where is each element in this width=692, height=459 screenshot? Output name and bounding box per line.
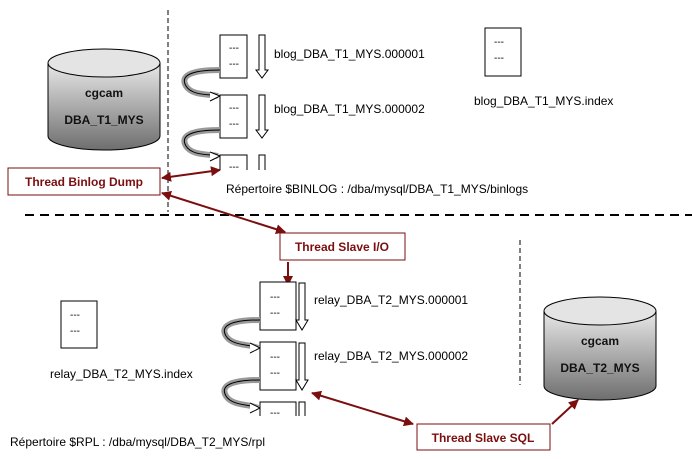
binlog-file-stack: --- --- blog_DBA_T1_MYS.000001 --- --- b… bbox=[181, 34, 425, 173]
source-db-instance: DBA_T1_MYS bbox=[64, 113, 143, 127]
relay-file-name: relay_DBA_T2_MYS.000001 bbox=[314, 293, 468, 307]
svg-text:---: --- bbox=[229, 43, 239, 54]
binlog-file-name: blog_DBA_T1_MYS.000001 bbox=[274, 47, 425, 61]
relay-file: --- --- bbox=[259, 281, 309, 331]
svg-text:---: --- bbox=[229, 59, 239, 70]
svg-text:Thread Slave SQL: Thread Slave SQL bbox=[432, 431, 535, 445]
source-db-name: cgcam bbox=[85, 86, 123, 100]
svg-text:---: --- bbox=[229, 162, 239, 173]
relay-file: --- --- bbox=[259, 341, 309, 391]
rotate-arrow-icon bbox=[181, 127, 222, 162]
arrow-sql-relay bbox=[311, 390, 414, 427]
relay-file: --- bbox=[259, 401, 306, 419]
svg-text:---: --- bbox=[494, 53, 504, 64]
rotate-arrow-icon bbox=[221, 377, 262, 414]
binlog-directory: Répertoire $BINLOG : /dba/mysql/DBA_T1_M… bbox=[226, 182, 528, 196]
rotate-arrow-icon bbox=[221, 317, 262, 354]
thread-binlog-dump: Thread Binlog Dump bbox=[7, 167, 161, 196]
binlog-file: --- --- bbox=[219, 34, 269, 79]
relay-index-name: relay_DBA_T2_MYS.index bbox=[50, 367, 193, 381]
down-arrow-icon bbox=[295, 342, 309, 391]
thread-slave-io: Thread Slave I/O bbox=[279, 232, 406, 261]
replica-db-name: cgcam bbox=[581, 334, 619, 348]
binlog-index-name: blog_DBA_T1_MYS.index bbox=[474, 94, 613, 108]
thread-slave-sql: Thread Slave SQL bbox=[416, 423, 551, 451]
arrow-dump-io bbox=[161, 190, 286, 235]
svg-text:---: --- bbox=[229, 119, 239, 130]
source-database-cylinder: cgcam DBA_T1_MYS bbox=[47, 48, 161, 151]
relay-index-file: --- --- bbox=[60, 300, 98, 349]
svg-text:---: --- bbox=[270, 292, 280, 303]
svg-text:Thread Binlog Dump: Thread Binlog Dump bbox=[25, 175, 143, 189]
binlog-file: --- --- bbox=[219, 94, 269, 139]
relay-file-stack: --- --- relay_DBA_T2_MYS.000001 --- --- … bbox=[221, 281, 468, 419]
binlog-file: --- bbox=[219, 154, 266, 173]
replica-db-instance: DBA_T2_MYS bbox=[560, 361, 639, 375]
replica-database-cylinder: cgcam DBA_T2_MYS bbox=[543, 296, 657, 401]
svg-text:---: --- bbox=[270, 368, 280, 379]
relay-directory: Répertoire $RPL : /dba/mysql/DBA_T2_MYS/… bbox=[10, 435, 265, 449]
arrow-sql-db bbox=[551, 399, 579, 425]
down-arrow-icon bbox=[255, 94, 269, 139]
svg-text:---: --- bbox=[494, 37, 504, 48]
down-arrow-icon bbox=[255, 34, 269, 79]
svg-text:---: --- bbox=[70, 310, 80, 321]
svg-text:---: --- bbox=[270, 308, 280, 319]
svg-text:---: --- bbox=[229, 103, 239, 114]
svg-text:Thread Slave I/O: Thread Slave I/O bbox=[295, 240, 389, 254]
svg-text:---: --- bbox=[270, 352, 280, 363]
binlog-index-file: --- --- bbox=[484, 27, 522, 77]
binlog-file-name: blog_DBA_T1_MYS.000002 bbox=[274, 102, 425, 116]
arrow-dump-binlog bbox=[161, 166, 221, 182]
relay-file-name: relay_DBA_T2_MYS.000002 bbox=[314, 349, 468, 363]
rotate-arrow-icon bbox=[181, 67, 222, 102]
down-arrow-icon bbox=[295, 282, 309, 331]
svg-text:---: --- bbox=[270, 408, 280, 419]
svg-text:---: --- bbox=[70, 326, 80, 337]
